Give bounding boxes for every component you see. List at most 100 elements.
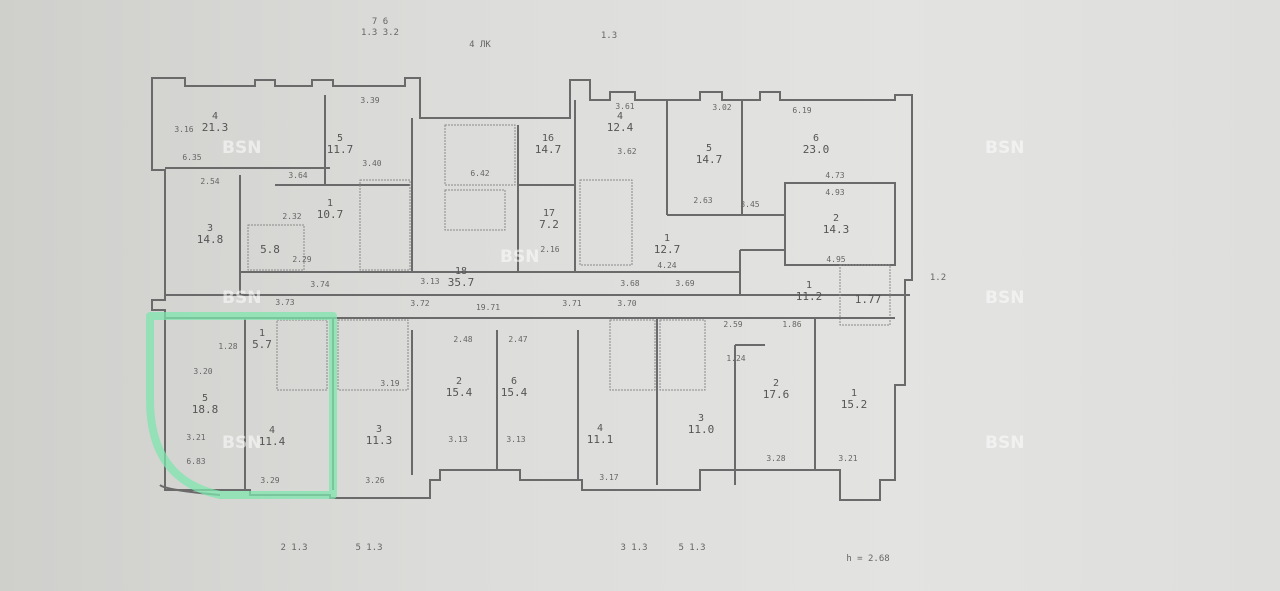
dimension-label: 6.35 [182,153,201,162]
room-area: 11.0 [688,423,715,436]
dimension-label: 3.74 [310,280,329,289]
room-area: 18.8 [192,403,219,416]
room-area: 11.2 [796,290,823,303]
dimension-label: 1.24 [726,354,745,363]
room-number: 6 [511,376,517,387]
room-number: 3 [698,413,704,424]
room-number: 2 [773,378,779,389]
dimension-label: 3.16 [174,125,193,134]
dimension-label: 3.61 [615,102,634,111]
dimension-label: 4.95 [826,255,845,264]
room-area: 21.3 [202,121,229,134]
caption-bottom: 3 1.3 [620,543,647,553]
room-label: 518.8 [192,393,219,416]
dimension-label: 3.02 [712,103,731,112]
room-label: 177.2 [539,208,559,231]
section-label: 4 ЛК [469,40,491,50]
dimension-label: 3.71 [562,299,581,308]
dimension-label: 4.73 [825,171,844,180]
dimension-label: 6.83 [186,457,205,466]
caption-top-left-num: 7 6 [372,17,388,27]
room-area: 7.2 [539,218,559,231]
room-label: 514.7 [696,143,723,166]
room-number: 1 [664,233,670,244]
dimension-label: 2.47 [508,335,527,344]
dimension-label: 3.21 [186,433,205,442]
dimension-label: 3.19 [380,379,399,388]
room-label: 421.3 [202,111,229,134]
room-area: 15.4 [446,386,473,399]
room-number: 3 [207,223,213,234]
room-number: 3 [376,424,382,435]
room-label: 411.1 [587,423,614,446]
room-area: 11.7 [327,143,354,156]
room-area: 15.4 [501,386,528,399]
room-area: 12.4 [607,121,634,134]
dimension-label: 3.69 [675,279,694,288]
room-label: 217.6 [763,378,790,401]
room-number: 18 [455,266,467,277]
dimension-label: 3.39 [360,96,379,105]
dimension-label: 2.16 [540,245,559,254]
room-number: 5 [706,143,712,154]
room-number: 6 [813,133,819,144]
dimension-label: 4.24 [657,261,676,270]
room-area: 17.6 [763,388,790,401]
dimension-label: 3.20 [193,367,212,376]
dimension-label: 3.70 [617,299,636,308]
room-number: 16 [542,133,554,144]
dimension-label: 3.29 [260,476,279,485]
dimension-label: 4.93 [825,188,844,197]
caption-right: 1.2 [930,273,946,283]
room-area: 12.7 [654,243,681,256]
room-label: 412.4 [607,111,634,134]
watermark: BSN [500,247,539,267]
room-number: 5 [337,133,343,144]
dimension-label: 2.63 [693,196,712,205]
dimension-label: 2.54 [200,177,219,186]
room-number: 4 [597,423,603,434]
dimension-label: 1.86 [782,320,801,329]
dimension-label: 3.64 [288,171,307,180]
watermark: BSN [985,433,1024,453]
room-label: 111.2 [796,280,823,303]
room-number: 1 [259,328,265,339]
watermark: BSN [222,138,261,158]
dimension-label: 2.32 [282,212,301,221]
room-area: 14.8 [197,233,224,246]
room-label: 15.7 [252,328,272,351]
dimension-label: 2.59 [723,320,742,329]
room-number: 5 [202,393,208,404]
caption-bottom: 2 1.3 [280,543,307,553]
watermark: BSN [222,433,261,453]
room-label: 215.4 [446,376,473,399]
room-label: 411.4 [259,425,286,448]
room-area: 5.7 [252,338,272,351]
room-area: 11.3 [366,434,393,447]
room-number: 17 [543,208,555,219]
room-label: 1.77 [855,293,882,306]
dimension-label: 3.13 [420,277,439,286]
watermark: BSN [985,138,1024,158]
room-labels: 421.3511.7314.8110.75.81614.7177.21835.7… [192,111,882,448]
caption-bottom: 5 1.3 [678,543,705,553]
room-label: 112.7 [654,233,681,256]
caption-top-mid: 1.3 [601,31,617,41]
dimension-label: 3.13 [448,435,467,444]
room-number: 1 [327,198,333,209]
dimension-label: 19.71 [476,303,500,312]
room-label: 311.3 [366,424,393,447]
room-area: 11.4 [259,435,286,448]
dimension-labels: 3.393.166.353.643.402.542.322.293.743.73… [174,96,857,485]
dimension-label: 3.68 [620,279,639,288]
room-number: 4 [212,111,218,122]
dimension-label: 3.62 [617,147,636,156]
room-area: 14.3 [823,223,850,236]
dimension-label: 1.28 [218,342,237,351]
room-number: 2 [456,376,462,387]
dimension-label: 3.40 [362,159,381,168]
dimension-label: 6.19 [792,106,811,115]
